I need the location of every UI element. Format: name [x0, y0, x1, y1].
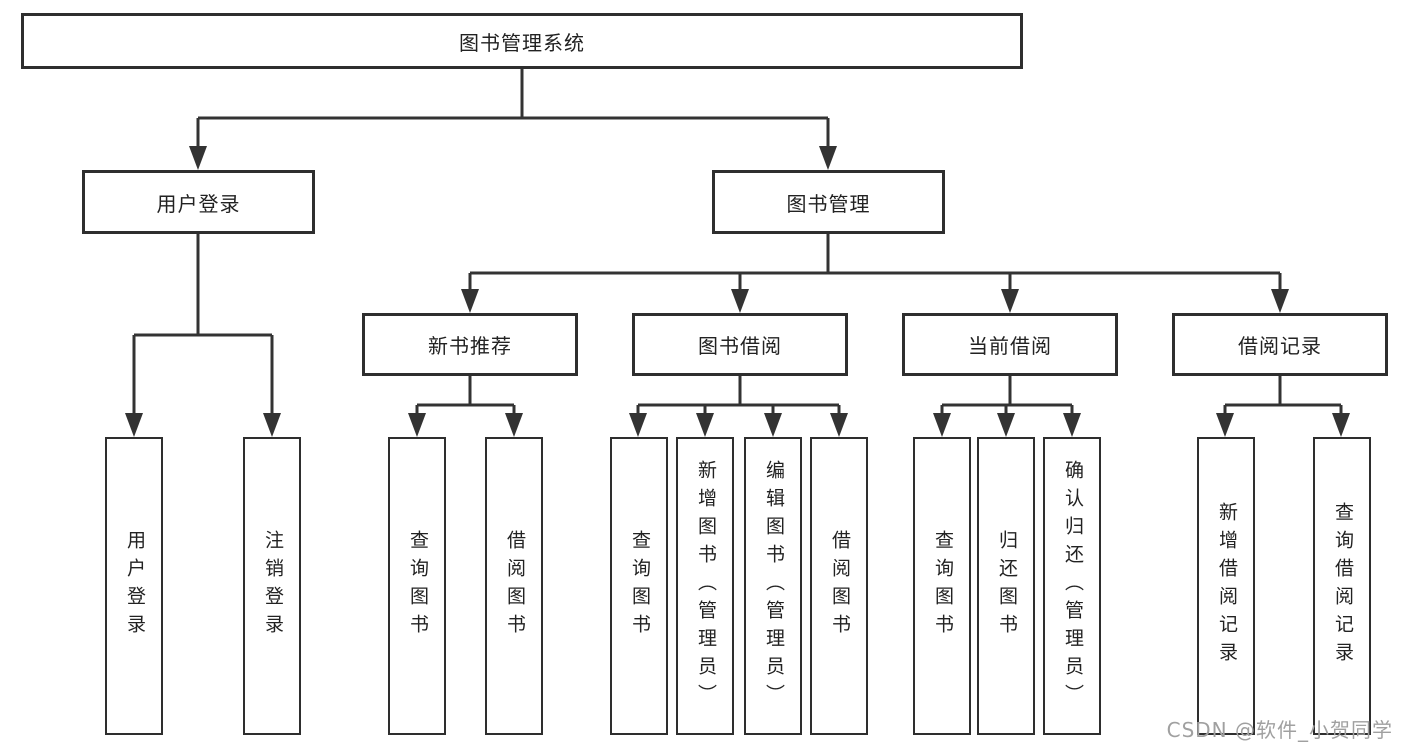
leaf-user-login-label: 用户登录	[123, 530, 146, 642]
leaf-logout-label: 注销登录	[261, 530, 284, 642]
leaf-query-books-borrowing: 查询图书	[610, 437, 668, 735]
node-root-label: 图书管理系统	[459, 30, 585, 55]
node-borrowing-records-label: 借阅记录	[1238, 334, 1322, 358]
node-new-book-recommend: 新书推荐	[362, 313, 578, 376]
node-book-management-label: 图书管理	[786, 191, 871, 216]
leaf-borrow-books-borrowing: 借阅图书	[810, 437, 868, 735]
node-user-login-label: 用户登录	[156, 191, 241, 216]
node-current-borrowing-label: 当前借阅	[968, 334, 1052, 358]
leaf-return-book: 归还图书	[977, 437, 1035, 735]
leaf-user-login: 用户登录	[105, 437, 163, 735]
node-book-management: 图书管理	[712, 170, 945, 234]
leaf-confirm-return-admin-label: 确认归还（管理员）	[1061, 460, 1084, 712]
node-root: 图书管理系统	[21, 13, 1023, 69]
leaf-add-book-admin: 新增图书（管理员）	[676, 437, 734, 735]
node-book-borrowing: 图书借阅	[632, 313, 848, 376]
leaf-add-borrow-record: 新增借阅记录	[1197, 437, 1255, 735]
node-book-borrowing-label: 图书借阅	[698, 334, 782, 358]
leaf-edit-book-admin: 编辑图书（管理员）	[744, 437, 802, 735]
node-borrowing-records: 借阅记录	[1172, 313, 1388, 376]
leaf-query-books-current-label: 查询图书	[931, 530, 954, 642]
leaf-query-borrow-record-label: 查询借阅记录	[1331, 502, 1354, 670]
leaf-confirm-return-admin: 确认归还（管理员）	[1043, 437, 1101, 735]
leaf-borrow-books-recommend-label: 借阅图书	[503, 530, 526, 642]
leaf-query-books-borrowing-label: 查询图书	[628, 530, 651, 642]
node-new-book-recommend-label: 新书推荐	[428, 334, 512, 358]
leaf-borrow-books-borrowing-label: 借阅图书	[828, 530, 851, 642]
leaf-borrow-books-recommend: 借阅图书	[485, 437, 543, 735]
leaf-add-borrow-record-label: 新增借阅记录	[1215, 502, 1238, 670]
leaf-query-books-recommend: 查询图书	[388, 437, 446, 735]
csdn-watermark: CSDN @软件_小贺同学	[1166, 718, 1393, 742]
leaf-query-borrow-record: 查询借阅记录	[1313, 437, 1371, 735]
node-user-login: 用户登录	[82, 170, 315, 234]
leaf-logout: 注销登录	[243, 437, 301, 735]
leaf-return-book-label: 归还图书	[995, 530, 1018, 642]
node-current-borrowing: 当前借阅	[902, 313, 1118, 376]
leaf-add-book-admin-label: 新增图书（管理员）	[694, 460, 717, 712]
leaf-query-books-current: 查询图书	[913, 437, 971, 735]
leaf-query-books-recommend-label: 查询图书	[406, 530, 429, 642]
leaf-edit-book-admin-label: 编辑图书（管理员）	[762, 460, 785, 712]
